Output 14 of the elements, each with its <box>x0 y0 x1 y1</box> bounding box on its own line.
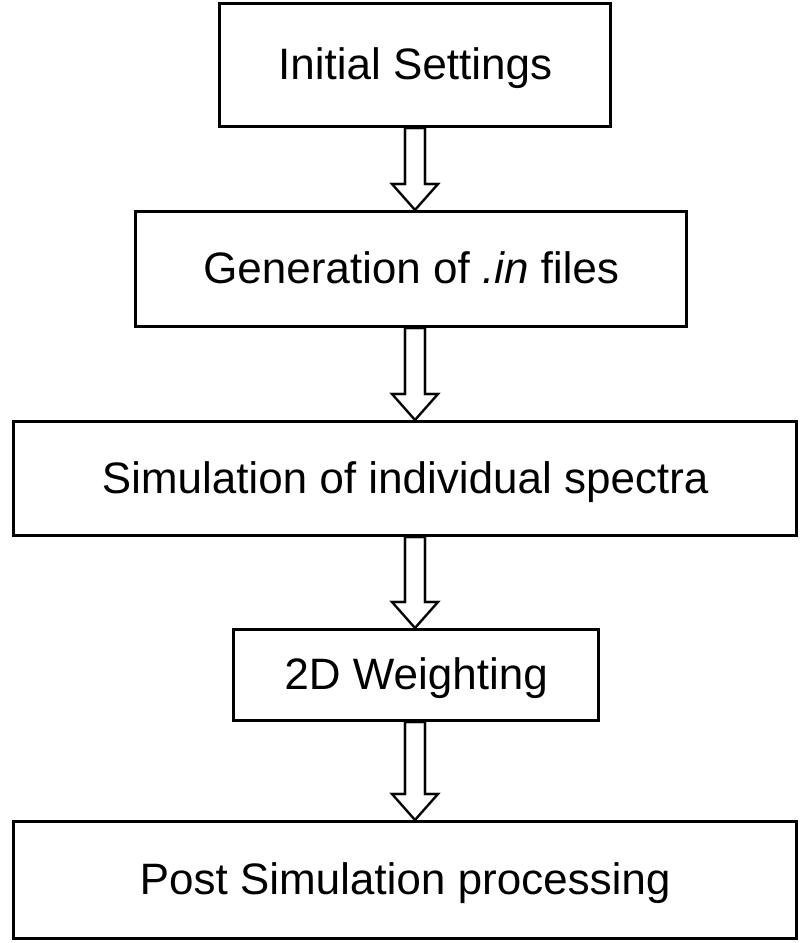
process-box <box>134 210 688 328</box>
block-arrow <box>389 536 441 630</box>
step-label: Post Simulation processing <box>140 855 670 905</box>
process-box <box>232 628 600 722</box>
process-box <box>12 820 798 940</box>
step-label: 2D Weighting <box>284 650 548 700</box>
block-arrow <box>389 720 441 822</box>
block-arrow <box>389 126 441 212</box>
process-box <box>12 420 798 537</box>
step-label: Simulation of individual spectra <box>102 454 708 504</box>
step-label: Generation of .in files <box>203 244 619 294</box>
process-box <box>218 2 612 128</box>
step-label: Initial Settings <box>278 40 552 90</box>
block-arrow <box>389 326 441 422</box>
